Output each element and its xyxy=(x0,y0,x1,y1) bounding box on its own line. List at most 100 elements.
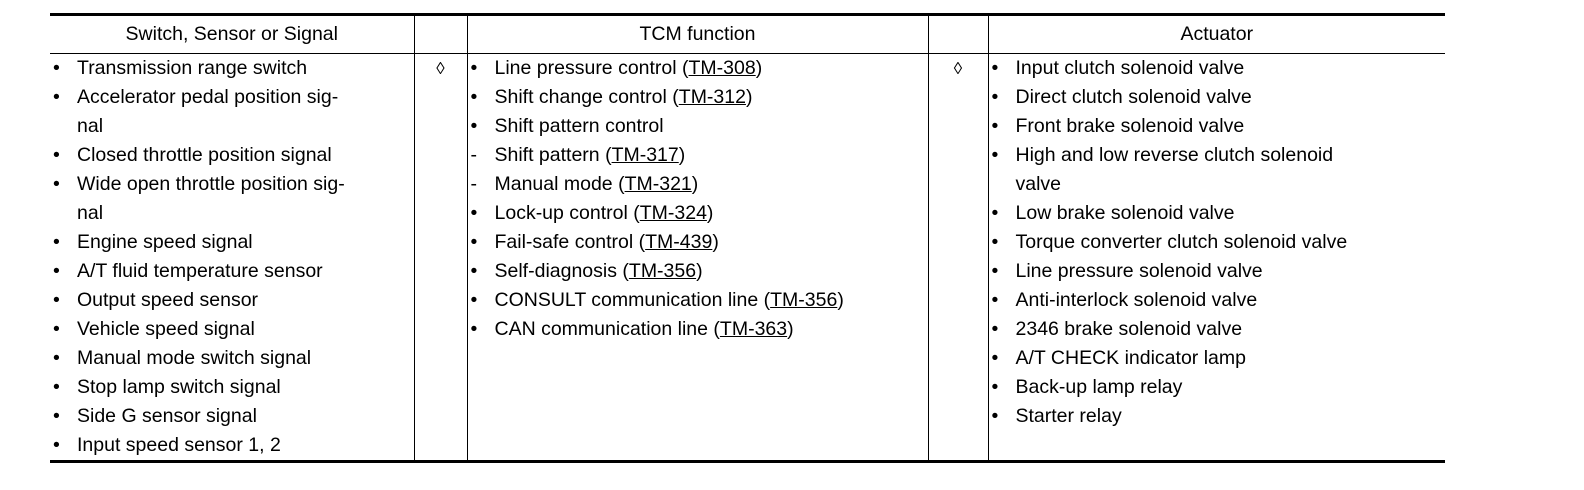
reference-link[interactable]: TM-439 xyxy=(645,231,713,253)
reference-link[interactable]: TM-312 xyxy=(678,86,746,108)
bullet-icon: • xyxy=(53,318,60,340)
bullet-icon: • xyxy=(53,405,60,427)
actuator-item: • High and low reverse clutch solenoid val… xyxy=(989,141,1446,199)
tcm-function-text: Self-diagnosis ( xyxy=(494,260,629,282)
switch-item: • Accelerator pedal position sig-nal xyxy=(50,83,414,141)
actuator-item-text: Front brake solenoid valve xyxy=(1015,115,1245,137)
switch-item-text: Stop lamp switch signal xyxy=(77,376,281,398)
actuator-item: •Torque converter clutch solenoid valve xyxy=(989,228,1446,257)
actuator-item-text: Back-up lamp relay xyxy=(1015,376,1183,398)
actuator-list: •Input clutch solenoid valve•Direct clut… xyxy=(989,54,1446,431)
tcm-function-text: Lock-up control ( xyxy=(494,202,640,224)
switch-item: •Transmission range switch xyxy=(50,54,414,83)
bullet-icon: • xyxy=(53,289,60,311)
switch-item: • Engine speed signal xyxy=(50,228,414,257)
tcm-function-item: •Self-diagnosis (TM-356) xyxy=(468,257,928,286)
tcm-function-item: -Shift pattern (TM-317) xyxy=(468,141,928,170)
switch-item: •A/T fluid temperature sensor xyxy=(50,257,414,286)
actuator-item-text: High and low reverse clutch solenoid xyxy=(1015,144,1334,166)
tcm-function-item: •Shift pattern control xyxy=(468,112,928,141)
tcm-function-item: •Shift change control (TM-312) xyxy=(468,83,928,112)
bullet-icon: • xyxy=(991,347,999,369)
header-spacer-2 xyxy=(927,14,989,54)
switch-item-text: Closed throttle position signal xyxy=(77,144,332,166)
flow-symbol-icon: ◊ xyxy=(953,59,963,78)
bullet-icon: • xyxy=(53,347,60,369)
bullet-icon: • xyxy=(470,318,478,340)
switch-item: • Closed throttle position signal xyxy=(50,141,414,170)
actuator-item-text: Line pressure solenoid valve xyxy=(1015,260,1263,282)
body-row: •Transmission range switch • Accelerator p… xyxy=(50,53,1446,462)
actuator-item-text: Anti-interlock solenoid valve xyxy=(1015,289,1258,311)
switch-item: • Stop lamp switch signal xyxy=(50,373,414,402)
bullet-icon: • xyxy=(991,231,999,253)
reference-link[interactable]: TM-356 xyxy=(628,260,697,282)
tcm-function-item: •Lock-up control (TM-324) xyxy=(468,199,928,228)
bullet-icon: • xyxy=(470,57,478,79)
switch-item-text: Accelerator pedal position sig- xyxy=(77,86,339,108)
bullet-icon: • xyxy=(470,86,478,108)
tcm-function-suffix: ) xyxy=(691,173,699,195)
tcm-function-item: •Fail-safe control (TM-439) xyxy=(468,228,928,257)
tcm-function-suffix: ) xyxy=(755,57,763,79)
bullet-icon: • xyxy=(470,115,478,137)
actuator-item-text: Starter relay xyxy=(1015,405,1122,427)
tcm-function-list: •Line pressure control (TM-308)•Shift ch… xyxy=(468,54,928,344)
reference-link[interactable]: TM-356 xyxy=(770,289,838,311)
tcm-function-text: Shift pattern ( xyxy=(494,144,612,166)
bullet-icon: • xyxy=(53,144,60,166)
tcm-function-suffix: ) xyxy=(712,231,719,253)
actuator-cell: •Input clutch solenoid valve•Direct clut… xyxy=(987,53,1446,462)
switch-item-text: Side G sensor signal xyxy=(77,405,257,427)
reference-link[interactable]: TM-321 xyxy=(624,173,692,195)
bullet-icon: • xyxy=(470,260,478,282)
actuator-item: • A/T CHECK indicator lamp xyxy=(989,344,1446,373)
bullet-icon: • xyxy=(53,86,60,108)
header-spacer-1 xyxy=(413,14,468,54)
switch-item: • Input speed sensor 1, 2 xyxy=(50,431,414,460)
actuator-item: •Back-up lamp relay xyxy=(989,373,1446,402)
bullet-icon: • xyxy=(53,376,60,398)
bullet-icon: • xyxy=(470,289,478,311)
switch-item-text: Engine speed signal xyxy=(77,231,253,253)
actuator-item: •Low brake solenoid valve xyxy=(989,199,1446,228)
switch-item: •Wide open throttle position sig-nal xyxy=(50,170,414,228)
bullet-icon: • xyxy=(470,202,478,224)
header-tcm-function: TCM function xyxy=(466,14,929,54)
switch-item: •Vehicle speed signal xyxy=(50,315,414,344)
tcm-function-item: •Line pressure control (TM-308) xyxy=(468,54,928,83)
bullet-icon: • xyxy=(53,231,60,253)
actuator-item-text: A/T CHECK indicator lamp xyxy=(1015,347,1246,369)
header-switches: Switch, Sensor or Signal xyxy=(50,14,415,54)
switch-item: •Output speed sensor xyxy=(50,286,414,315)
reference-link[interactable]: TM-363 xyxy=(719,318,788,340)
switch-item-text: Input speed sensor 1, 2 xyxy=(77,434,281,456)
tcm-function-suffix: ) xyxy=(678,144,686,166)
switch-item: • Side G sensor signal xyxy=(50,402,414,431)
bullet-icon: • xyxy=(991,144,999,166)
switch-item-text: nal xyxy=(77,115,104,137)
actuator-item-text: valve xyxy=(1015,173,1062,195)
actuator-item: •Anti-interlock solenoid valve xyxy=(989,286,1446,315)
switch-item-text: nal xyxy=(77,202,104,224)
bullet-icon: • xyxy=(991,86,999,108)
reference-link[interactable]: TM-324 xyxy=(639,202,707,224)
switch-sensor-list: •Transmission range switch • Accelerator p… xyxy=(50,54,414,460)
actuator-item-text: Low brake solenoid valve xyxy=(1015,202,1235,224)
flow-symbol-icon: ◊ xyxy=(436,59,445,78)
dash-icon: - xyxy=(470,144,478,166)
switch-item-text: Wide open throttle position sig- xyxy=(77,173,345,195)
actuator-item-text: 2346 brake solenoid valve xyxy=(1015,318,1243,340)
header-row: Switch, Sensor or Signal TCM function Ac… xyxy=(50,14,1445,54)
actuator-item: • Direct clutch solenoid valve xyxy=(989,83,1446,112)
tcm-function-suffix: ) xyxy=(837,289,844,311)
tcm-function-suffix: ) xyxy=(745,86,753,108)
reference-link[interactable]: TM-317 xyxy=(611,144,679,166)
bullet-icon: • xyxy=(53,260,60,282)
tcm-cell: •Line pressure control (TM-308)•Shift ch… xyxy=(466,53,929,462)
reference-link[interactable]: TM-308 xyxy=(688,57,756,79)
actuator-item-text: Direct clutch solenoid valve xyxy=(1015,86,1252,108)
header-actuator: Actuator xyxy=(987,14,1445,54)
bullet-icon: • xyxy=(53,434,60,456)
bullet-icon: • xyxy=(470,231,478,253)
